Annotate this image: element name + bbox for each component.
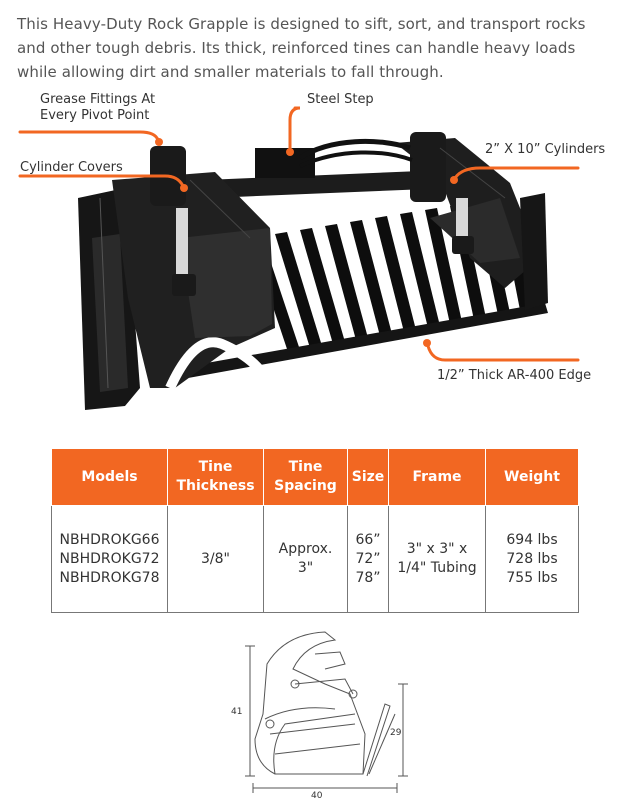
header-tine-thickness: Tine Thickness bbox=[167, 448, 264, 506]
header-weight: Weight bbox=[485, 448, 579, 506]
cell-tine-thickness: 3/8" bbox=[167, 505, 264, 613]
specifications-table: Models Tine Thickness Tine Spacing Size … bbox=[51, 448, 579, 613]
header-models: Models bbox=[51, 448, 168, 506]
callout-grease-fittings: Grease Fittings At Every Pivot Point bbox=[40, 92, 156, 123]
intro-paragraph: This Heavy-Duty Rock Grapple is designed… bbox=[17, 15, 586, 81]
cell-models: NBHDROKG66 NBHDROKG72 NBHDROKG78 bbox=[51, 505, 168, 613]
table-row: NBHDROKG66 NBHDROKG72 NBHDROKG78 3/8" Ap… bbox=[51, 505, 579, 613]
cell-tine-spacing: Approx. 3" bbox=[263, 505, 348, 613]
table-header-row: Models Tine Thickness Tine Spacing Size … bbox=[51, 448, 579, 506]
cell-weight: 694 lbs 728 lbs 755 lbs bbox=[485, 505, 579, 613]
header-tine-spacing: Tine Spacing bbox=[263, 448, 348, 506]
grapple-side-view-diagram: 41 29 40 bbox=[231, 631, 408, 800]
header-size: Size bbox=[347, 448, 389, 506]
dimension-height-body: 29 bbox=[390, 728, 402, 738]
cell-frame: 3" x 3" x 1/4" Tubing bbox=[388, 505, 486, 613]
rock-grapple-photo: Grease Fittings At Every Pivot Point Ste… bbox=[0, 88, 621, 428]
dimension-drawing: 41 29 40 bbox=[175, 624, 435, 800]
dimension-height-overall: 41 bbox=[231, 707, 242, 717]
cell-size: 66” 72” 78” bbox=[347, 505, 389, 613]
callout-cylinders: 2” X 10” Cylinders bbox=[485, 142, 606, 157]
callout-ar400-edge: 1/2” Thick AR-400 Edge bbox=[437, 368, 592, 383]
rock-grapple-illustration bbox=[18, 106, 580, 410]
callout-steel-step: Steel Step bbox=[307, 92, 374, 107]
callout-cylinder-covers: Cylinder Covers bbox=[20, 160, 123, 175]
header-frame: Frame bbox=[388, 448, 486, 506]
dimension-depth: 40 bbox=[311, 791, 323, 800]
